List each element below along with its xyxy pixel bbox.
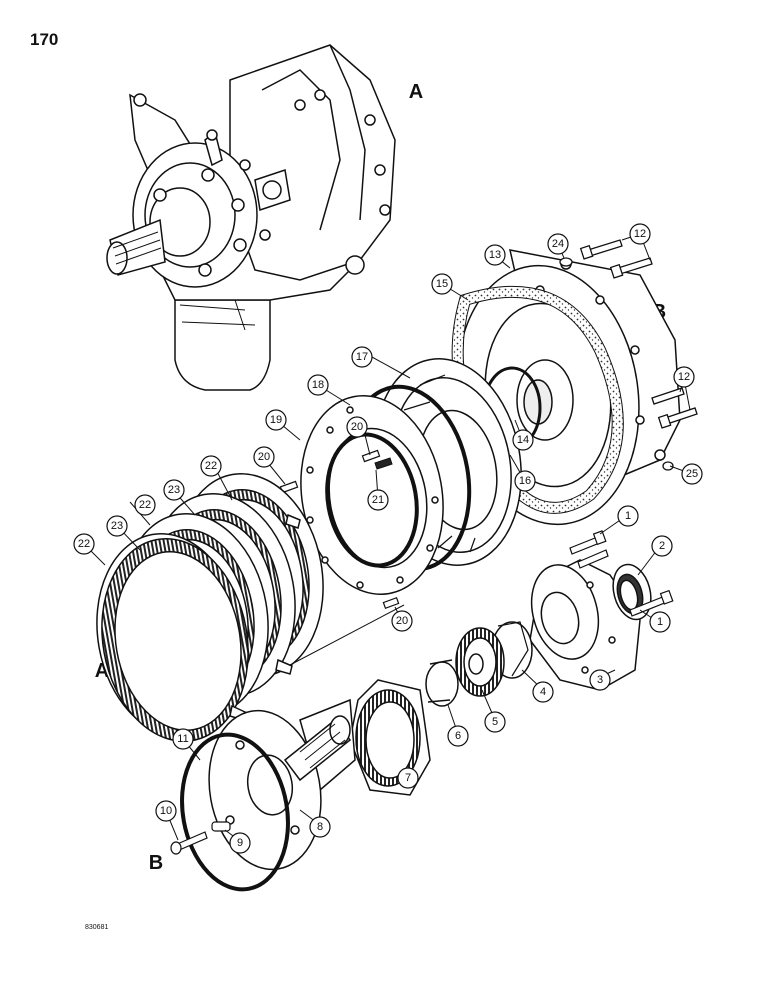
callout-20-lower: 20 [391,610,413,632]
svg-text:11: 11 [177,733,188,745]
callout-23-top: 23 [163,479,185,501]
callout-15: 15 [431,273,453,295]
svg-text:17: 17 [356,351,368,363]
transmission-housing [106,44,396,391]
svg-text:15: 15 [436,278,448,290]
svg-text:20: 20 [258,451,270,463]
callout-3: 3 [589,669,611,691]
svg-text:22: 22 [139,499,151,511]
svg-text:9: 9 [237,837,243,849]
svg-text:12: 12 [634,228,646,240]
callouts: 1 1 2 3 4 5 6 7 8 9 10 11 12 12 13 14 15… [73,223,703,854]
callout-20-upper: 20 [346,416,368,438]
pump-bolts [569,530,674,617]
svg-text:14: 14 [517,434,529,446]
drive-gear [455,627,505,697]
svg-text:13: 13 [489,249,501,261]
callout-4: 4 [532,681,554,703]
svg-text:25: 25 [686,468,698,480]
callout-16: 16 [514,470,536,492]
svg-text:1: 1 [625,510,631,522]
housing-bolts [559,239,698,471]
spring-21 [374,457,393,470]
snap-ring-11 [180,732,290,892]
callout-9: 9 [229,832,251,854]
callout-13: 13 [484,244,506,266]
callout-2: 2 [651,535,673,557]
callout-7: 7 [397,767,419,789]
callout-23-left: 23 [106,515,128,537]
callout-6: 6 [447,725,469,747]
svg-text:21: 21 [372,494,384,506]
callout-12-upper: 12 [629,223,651,245]
svg-text:7: 7 [405,772,411,784]
svg-text:24: 24 [552,238,564,250]
svg-text:20: 20 [396,615,408,627]
svg-text:2: 2 [659,540,665,552]
callout-19: 19 [265,409,287,431]
callout-12-lower: 12 [673,366,695,388]
callout-1-lower: 1 [649,611,671,633]
callout-5: 5 [484,711,506,733]
svg-text:4: 4 [540,686,546,698]
callout-1-upper: 1 [617,505,639,527]
bushing-6 [425,659,459,707]
callout-10: 10 [155,800,177,822]
pump-body [529,559,641,691]
svg-text:18: 18 [312,379,324,391]
svg-text:5: 5 [492,716,498,728]
callout-20-left: 20 [253,446,275,468]
svg-text:1: 1 [657,616,663,628]
callout-17: 17 [351,346,373,368]
callout-24: 24 [547,233,569,255]
svg-text:3: 3 [597,674,603,686]
callout-22-top: 22 [200,455,222,477]
svg-text:22: 22 [205,460,217,472]
svg-text:10: 10 [160,805,172,817]
callout-8: 8 [309,816,331,838]
carrier-pin [211,821,231,832]
svg-text:23: 23 [111,520,123,532]
figure-code: 830681 [85,924,109,931]
callout-21: 21 [367,489,389,511]
callout-22-mid: 22 [134,494,156,516]
ring-gear [349,679,431,796]
svg-text:12: 12 [678,371,690,383]
callout-22-left: 22 [73,533,95,555]
clutch-disc-stack [96,473,324,742]
page-number: 170 [30,30,59,49]
ref-label-b-bottom: B [149,852,163,874]
callout-25: 25 [681,463,703,485]
callout-18: 18 [307,374,329,396]
svg-text:23: 23 [168,484,180,496]
svg-text:22: 22 [78,538,90,550]
callout-14: 14 [512,429,534,451]
svg-text:6: 6 [455,730,461,742]
svg-text:16: 16 [519,475,531,487]
output-shaft [283,715,352,782]
svg-text:20: 20 [351,421,363,433]
carrier-bolt [170,831,208,855]
svg-text:19: 19 [270,414,282,426]
ref-label-a-top: A [409,81,423,103]
svg-text:8: 8 [317,821,323,833]
callout-11: 11 [172,728,194,750]
